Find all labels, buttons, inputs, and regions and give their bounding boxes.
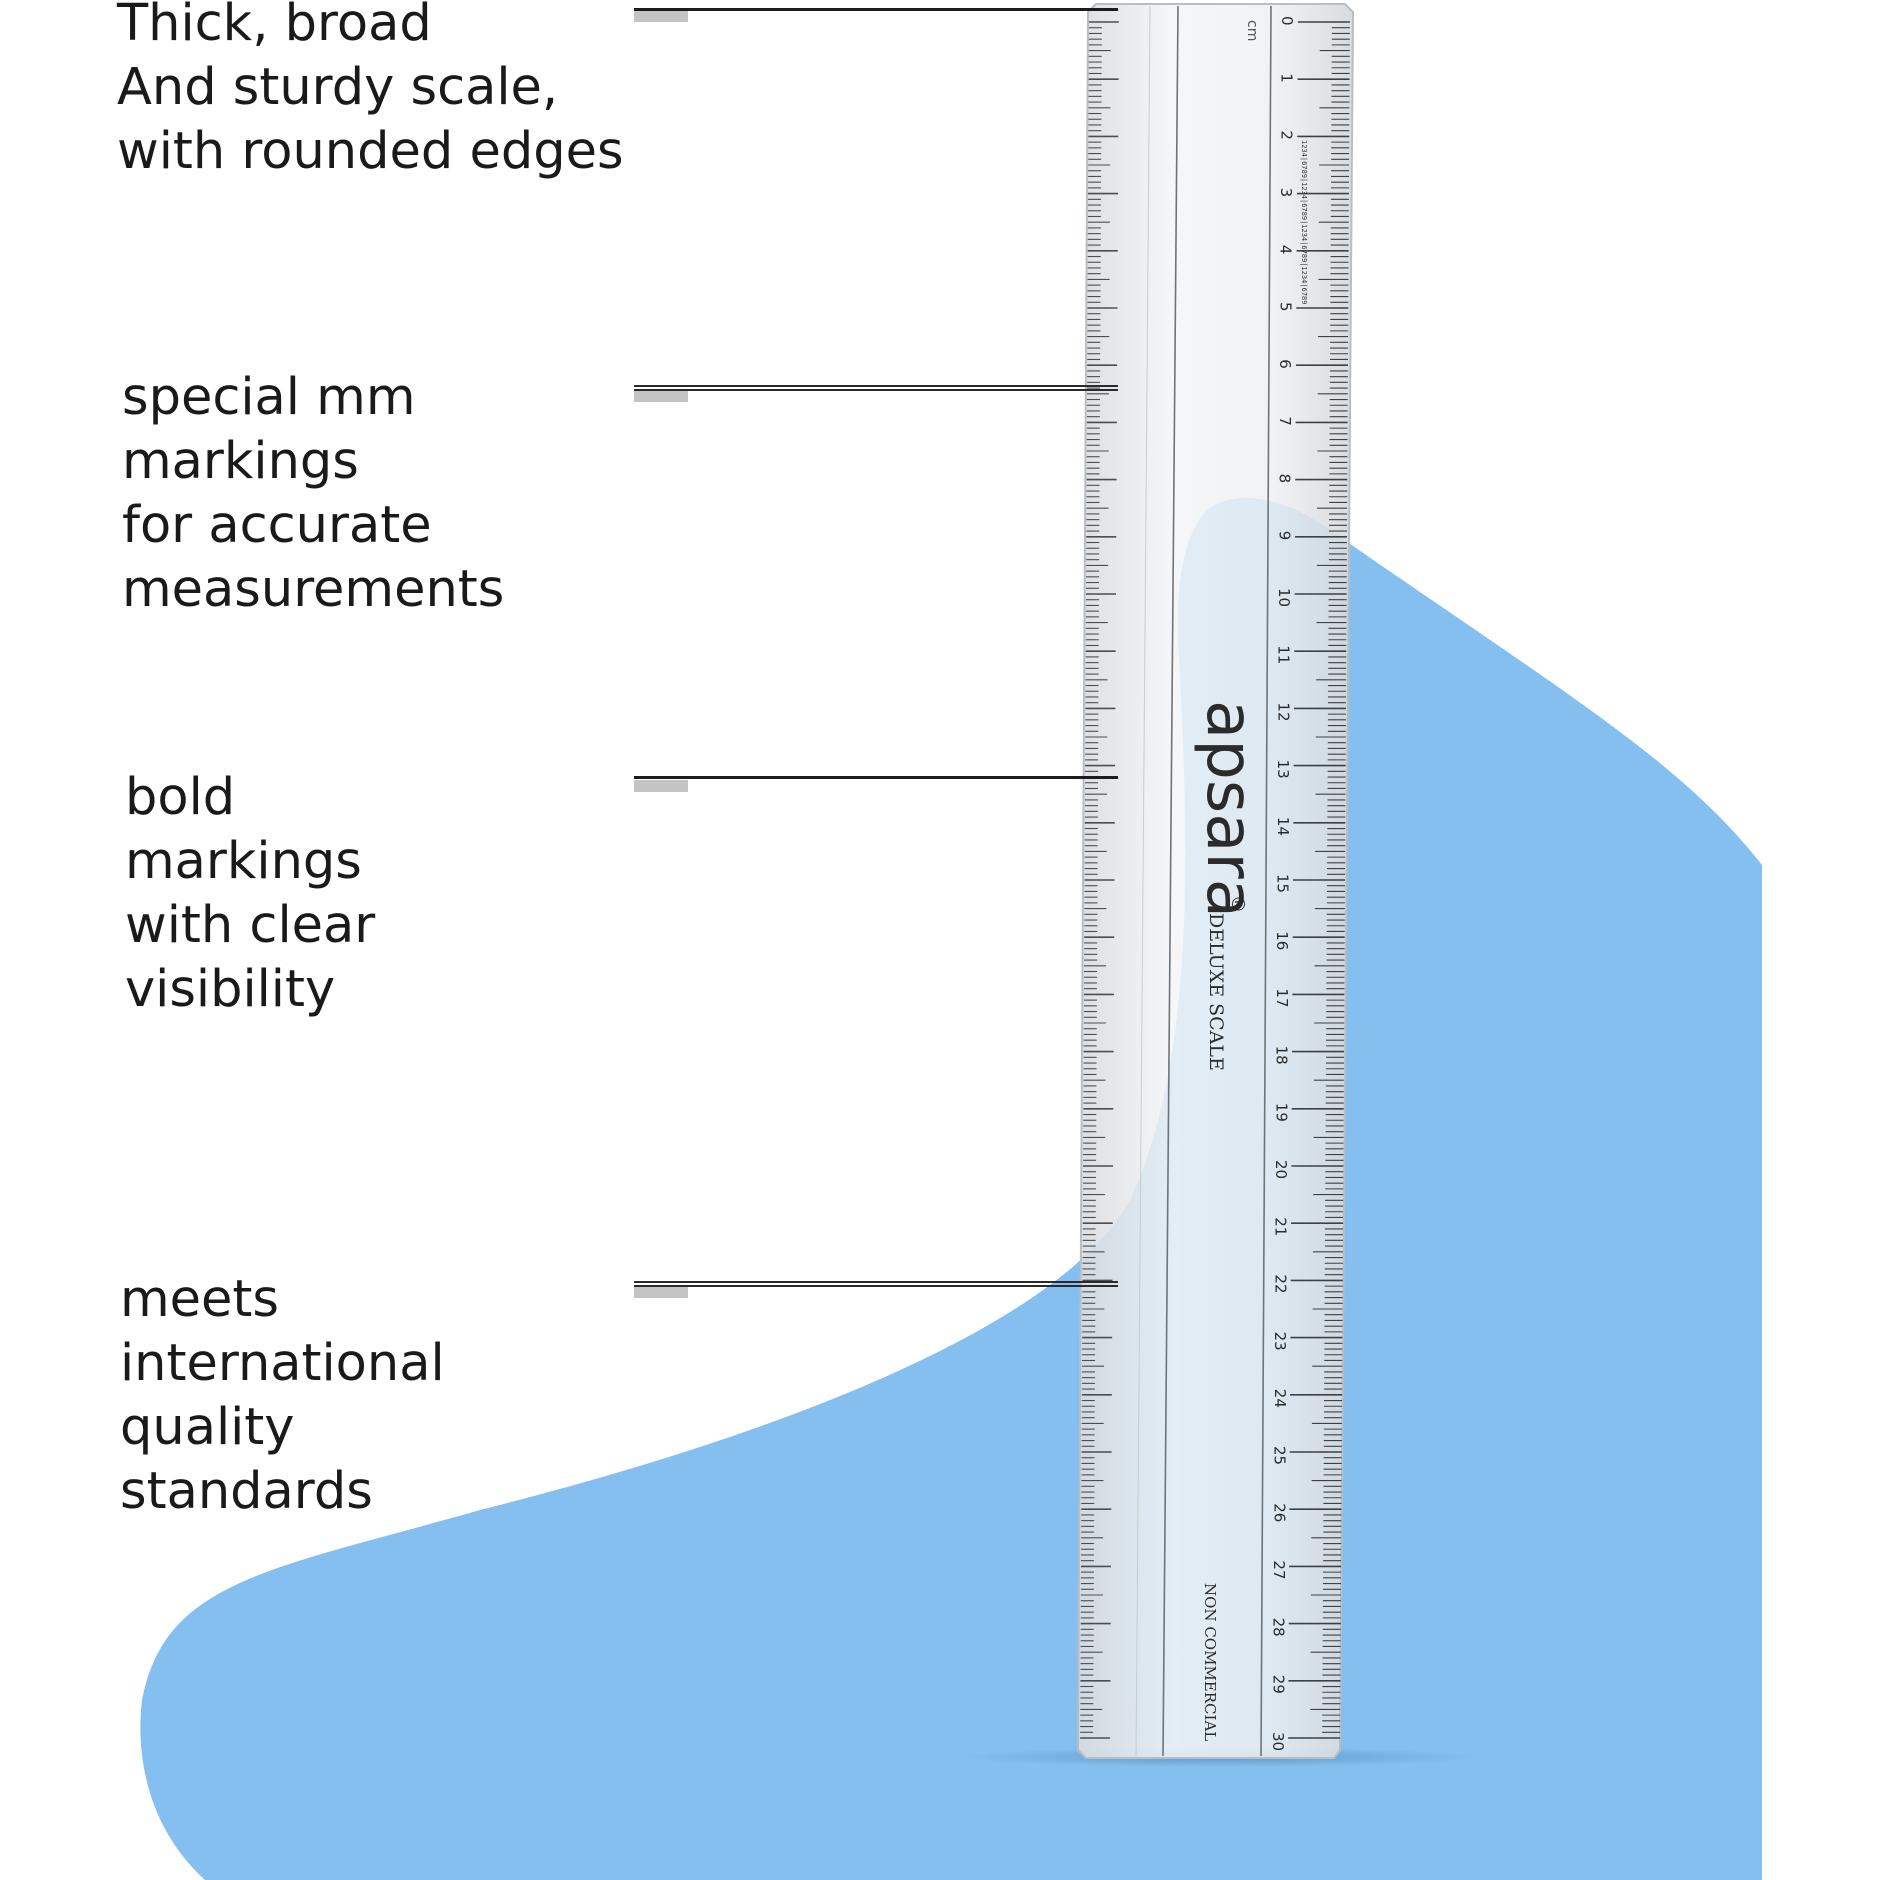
callout-line-2 [634, 385, 1118, 391]
cm-label: 0 [1278, 16, 1296, 26]
cm-label: 13 [1274, 760, 1292, 779]
cm-label: 9 [1275, 531, 1293, 541]
ruler-divider-left [1162, 5, 1179, 1757]
unit-label: cm [1244, 20, 1260, 41]
feature-line: markings [125, 832, 362, 891]
callout-line-4 [634, 1281, 1118, 1287]
callout-tab-1 [634, 10, 688, 22]
cm-label: 4 [1277, 245, 1295, 255]
cm-label: 1 [1278, 73, 1296, 83]
feature-line: Thick, broad [117, 0, 432, 53]
cm-label: 20 [1272, 1160, 1290, 1179]
product-name: DELUXE SCALE [1205, 913, 1227, 1071]
ruler-divider-right [1260, 5, 1272, 1757]
callout-line-3 [634, 776, 1118, 779]
left-mm-scale [1080, 21, 1119, 1739]
cm-label: 24 [1271, 1389, 1289, 1408]
cm-label: 23 [1271, 1332, 1289, 1351]
cm-label: 14 [1274, 817, 1292, 836]
cm-label: 12 [1274, 702, 1292, 721]
cm-label: 16 [1273, 931, 1291, 950]
cm-label: 3 [1277, 188, 1295, 198]
cm-label: 27 [1270, 1560, 1288, 1579]
feature-line: international [120, 1334, 445, 1393]
cm-label: 21 [1272, 1217, 1290, 1236]
feature-mm-markings: special mm markings for accurate measure… [122, 366, 504, 622]
cm-label: 17 [1273, 988, 1291, 1007]
feature-line: markings [122, 432, 359, 491]
feature-line: bold [125, 768, 236, 827]
feature-line: with rounded edges [117, 122, 624, 181]
cm-label: 11 [1275, 645, 1293, 664]
cm-label: 19 [1272, 1103, 1290, 1122]
blob-path [140, 497, 1762, 1880]
feature-line: visibility [125, 960, 336, 1019]
cm-label: 22 [1271, 1274, 1289, 1293]
feature-line: standards [120, 1462, 373, 1521]
feature-line: with clear [125, 896, 376, 955]
feature-line: measurements [122, 560, 505, 619]
feature-bold-markings: bold markings with clear visibility [125, 766, 375, 1022]
cm-labels: 0123456789101112131415161718192021222324… [1269, 16, 1296, 1751]
cm-label: 30 [1269, 1732, 1287, 1751]
cm-label: 2 [1277, 130, 1295, 140]
callout-line-1 [634, 8, 1118, 11]
cm-label: 26 [1270, 1503, 1288, 1522]
feature-quality: meets international quality standards [120, 1268, 445, 1524]
cm-label: 28 [1270, 1618, 1288, 1637]
non-commercial-note: NON COMMERCIAL [1201, 1583, 1219, 1741]
callout-tab-3 [634, 780, 688, 792]
brand-logo: apsara [1192, 700, 1266, 918]
feature-sturdy: Thick, broad And sturdy scale, with roun… [117, 0, 624, 184]
cm-label: 8 [1276, 474, 1294, 484]
feature-line: quality [120, 1398, 295, 1457]
cm-label: 29 [1269, 1675, 1287, 1694]
cm-label: 18 [1273, 1046, 1291, 1065]
callout-tab-4 [634, 1286, 688, 1298]
ruler-highlight [1135, 5, 1151, 1757]
feature-line: special mm [122, 368, 416, 427]
cm-label: 5 [1276, 302, 1294, 312]
cm-label: 15 [1274, 874, 1292, 893]
cm-label: 7 [1276, 416, 1294, 426]
right-mm-scale [1288, 21, 1350, 1739]
cm-label: 10 [1275, 588, 1293, 607]
cm-label: 25 [1271, 1446, 1289, 1465]
feature-line: for accurate [122, 496, 432, 555]
callout-tab-2 [634, 390, 688, 402]
feature-line: And sturdy scale, [117, 58, 559, 117]
vernier-text: 1234|6789|1234|6789|1234|6789|1234|6789 [1300, 140, 1308, 304]
feature-line: meets [120, 1270, 280, 1329]
cm-label: 6 [1276, 359, 1294, 369]
registered-mark: ® [1227, 895, 1248, 913]
